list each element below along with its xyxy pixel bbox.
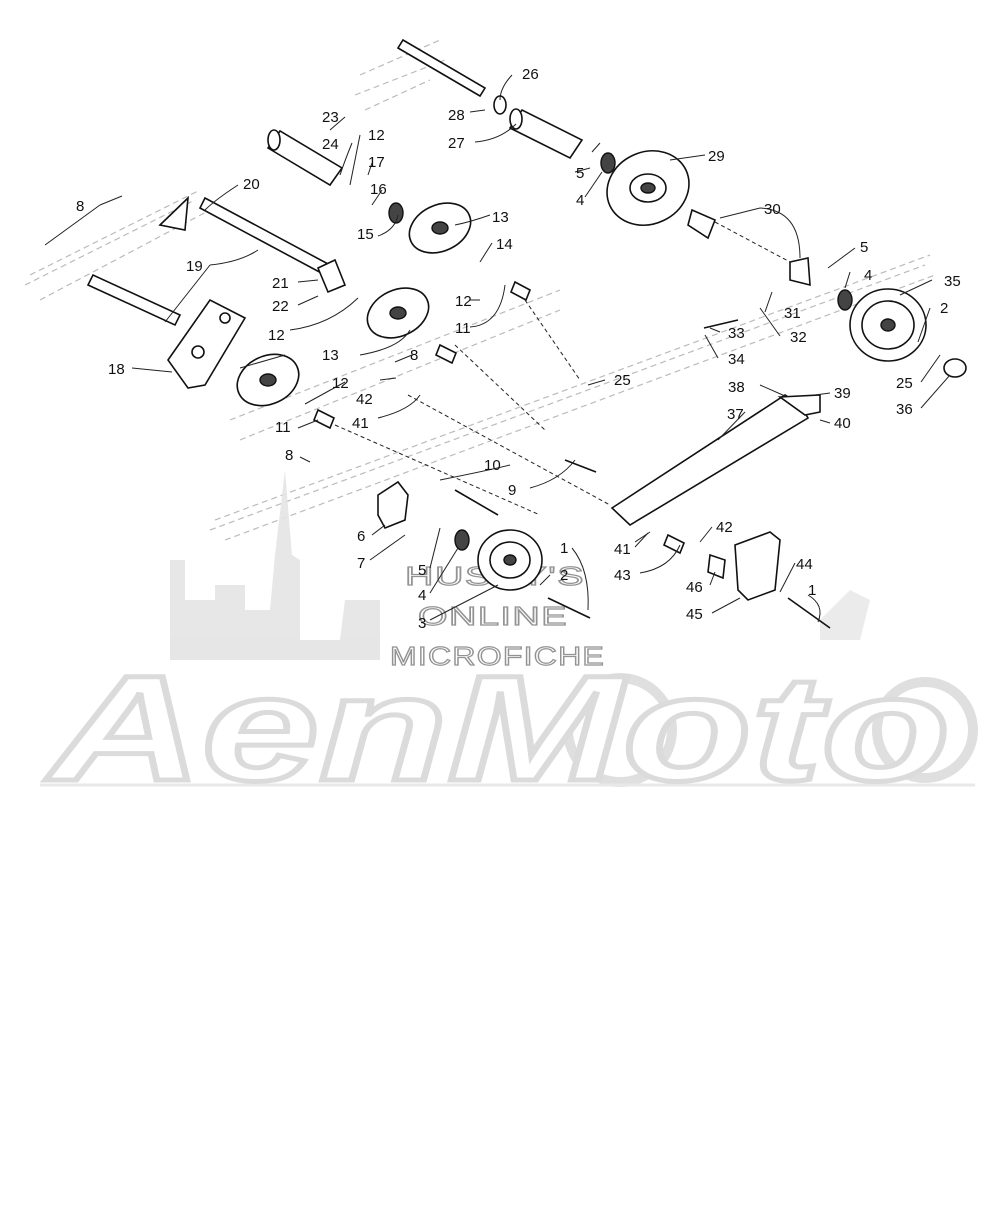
callout-5: 5 — [418, 562, 426, 579]
callout-4-2: 4 — [576, 192, 584, 209]
callout-4-3: 4 — [864, 267, 872, 284]
watermark-line-2: ONLINE — [418, 601, 568, 631]
callout-43: 43 — [614, 567, 631, 584]
callout-26: 26 — [522, 66, 539, 83]
callout-12-3: 12 — [455, 293, 472, 310]
callout-40: 40 — [834, 415, 851, 432]
leader-lines — [44, 74, 951, 623]
callout-5-2: 5 — [576, 165, 584, 182]
callout-21: 21 — [272, 275, 289, 292]
parts — [86, 38, 967, 629]
watermark-logo: АenMoto — [44, 644, 950, 812]
callout-12: 12 — [368, 127, 385, 144]
callout-27: 27 — [448, 135, 465, 152]
callout-6: 6 — [357, 528, 365, 545]
callout-15: 15 — [357, 226, 374, 243]
callout-41-2: 41 — [614, 541, 631, 558]
callout-8: 8 — [76, 198, 84, 215]
callout-33: 33 — [728, 325, 745, 342]
callout-13: 13 — [492, 209, 509, 226]
callout-1-2: 1 — [808, 582, 816, 599]
callout-39: 39 — [834, 385, 851, 402]
callout-9: 9 — [508, 482, 516, 499]
callout-8-2: 8 — [285, 447, 293, 464]
callout-34: 34 — [728, 351, 745, 368]
callout-29: 29 — [708, 148, 725, 165]
callout-3: 3 — [418, 615, 426, 632]
callout-8-3: 8 — [410, 347, 418, 364]
callout-labels: 1122344455567888910111112121212131314151… — [76, 66, 961, 632]
callout-37: 37 — [727, 406, 744, 423]
callout-36: 36 — [896, 401, 913, 418]
callout-14: 14 — [496, 236, 513, 253]
callout-28: 28 — [448, 107, 465, 124]
callout-23: 23 — [322, 109, 339, 126]
callout-10: 10 — [484, 457, 501, 474]
callout-5-3: 5 — [860, 239, 868, 256]
callout-12-4: 12 — [268, 327, 285, 344]
callout-22: 22 — [272, 298, 289, 315]
callout-25: 25 — [614, 372, 631, 389]
callout-2: 2 — [560, 567, 568, 584]
callout-35: 35 — [944, 273, 961, 290]
callout-42-2: 42 — [716, 519, 733, 536]
callout-44: 44 — [796, 556, 813, 573]
callout-17: 17 — [368, 154, 385, 171]
callout-38: 38 — [728, 379, 745, 396]
callout-45: 45 — [686, 606, 703, 623]
callout-24: 24 — [322, 136, 339, 153]
watermark-graphic: АenMoto HUSKY'S ONLINE MICROFICHE — [40, 470, 978, 815]
callout-11-2: 11 — [455, 320, 471, 337]
callout-19: 19 — [186, 258, 203, 275]
callout-18: 18 — [108, 361, 125, 378]
callout-2-2: 2 — [940, 300, 948, 317]
background-rails — [24, 39, 936, 541]
callout-12-2: 12 — [332, 375, 349, 392]
callout-20: 20 — [243, 176, 260, 193]
callout-31: 31 — [784, 305, 801, 322]
callout-7: 7 — [357, 555, 365, 572]
callout-32: 32 — [790, 329, 807, 346]
callout-16: 16 — [370, 181, 387, 198]
callout-13-2: 13 — [322, 347, 339, 364]
callout-41: 41 — [352, 415, 369, 432]
callout-46: 46 — [686, 579, 703, 596]
callout-1: 1 — [560, 540, 568, 557]
watermark-line-3: MICROFICHE — [390, 641, 605, 671]
callout-42: 42 — [356, 391, 373, 408]
callout-4: 4 — [418, 587, 426, 604]
callout-30: 30 — [764, 201, 781, 218]
callout-11: 11 — [275, 419, 291, 436]
callout-25-2: 25 — [896, 375, 913, 392]
